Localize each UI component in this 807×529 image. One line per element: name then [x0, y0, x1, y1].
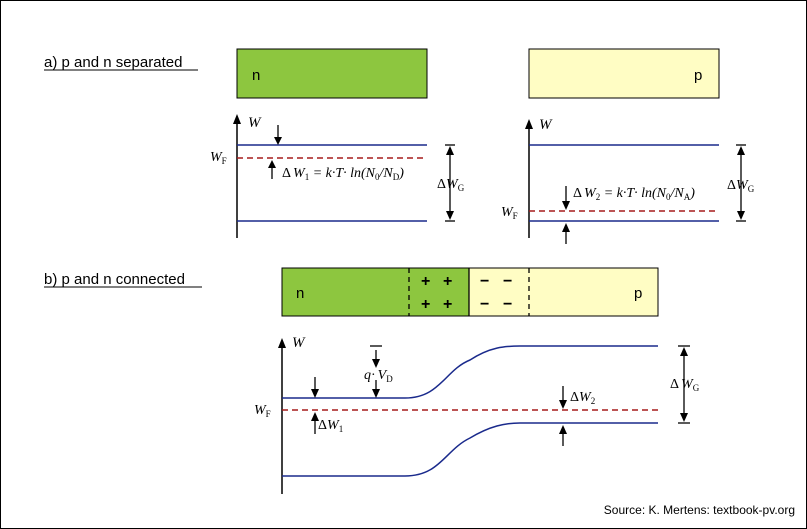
- space-charge-minus-3: −: [480, 296, 489, 313]
- w-axis-label-n: W: [248, 115, 262, 131]
- p-region-label-b: p: [634, 285, 642, 302]
- space-charge-plus-1: +: [421, 273, 430, 290]
- wf-label-n: WF: [210, 150, 227, 166]
- space-charge-plus-4: +: [443, 296, 452, 313]
- p-region-label-a: p: [694, 67, 702, 84]
- wf-label-p: WF: [501, 205, 518, 221]
- conduction-band-connected: [282, 345, 658, 399]
- source-credit: Source: K. Mertens: textbook-pv.org: [604, 503, 795, 517]
- delta-wg-label-n: ΔWG: [437, 177, 465, 193]
- pn-junction-block: n p + + + + − − − −: [281, 267, 659, 317]
- built-in-voltage-label: q·VD: [364, 368, 393, 384]
- n-region-separated: [236, 48, 428, 99]
- wf-label-connected: WF: [254, 403, 271, 419]
- p-region-separated: [528, 48, 720, 99]
- p-region-connected: [469, 268, 658, 316]
- section-b-label: b) p and n connected: [44, 271, 185, 288]
- n-region-label-b: n: [296, 285, 304, 302]
- delta-w1-arrow-down: [274, 137, 282, 145]
- w-axis-label-p: W: [539, 117, 553, 133]
- delta-w2-label-connected: ΔW2: [570, 390, 595, 406]
- valence-band-connected: [282, 422, 658, 477]
- delta-w1-arrow-up: [268, 160, 276, 168]
- w-axis-label-connected: W: [292, 335, 306, 351]
- axis-arrowhead: [233, 114, 241, 124]
- space-charge-plus-3: +: [421, 296, 430, 313]
- delta-wg-label-p: ΔWG: [727, 178, 755, 194]
- n-region-connected: [282, 268, 469, 316]
- delta-w1-label-connected: ΔW1: [318, 418, 343, 434]
- space-charge-minus-1: −: [480, 273, 489, 290]
- space-charge-minus-4: −: [503, 296, 512, 313]
- n-region-label-a: n: [252, 67, 260, 84]
- section-a-label: a) p and n separated: [44, 54, 182, 71]
- space-charge-plus-2: +: [443, 273, 452, 290]
- space-charge-minus-2: −: [503, 273, 512, 290]
